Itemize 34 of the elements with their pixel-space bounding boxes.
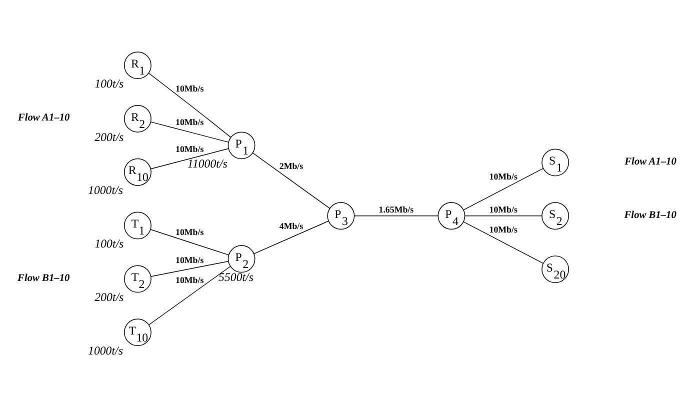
edge-label: 2Mb/s [279,160,304,171]
node-label: 200t/s [94,130,124,144]
connector [252,152,330,209]
connector [150,229,230,256]
connector [150,148,229,170]
connector [463,221,544,264]
node-label: 11000t/s [187,156,228,171]
edge-label: 1.65Mb/s [378,204,414,215]
connector [148,266,231,326]
edge-label: 10Mb/s [176,226,204,237]
edge-label: 10Mb/s [176,275,204,286]
edge-label: 10Mb/s [489,204,518,215]
edge-label: 10Mb/s [176,84,204,94]
connector [254,220,329,254]
edge-label: 10Mb/s [176,117,204,128]
label: Flow B1–10 [18,272,70,284]
connector [148,72,232,138]
node-label: 1000t/s [88,183,123,198]
node-label: 5500t/s [218,270,254,284]
connector [150,122,229,143]
node-label: 100t/s [94,76,124,90]
node-label: 1000t/s [88,343,123,358]
connector [150,261,229,277]
edge-label: 10Mb/s [176,255,204,266]
edge-label: 10Mb/s [489,171,518,182]
node-label: 100t/s [94,236,124,251]
label: Flow B1–10 [624,210,676,221]
label: Flow A1–10 [18,112,70,124]
edge-label: 10Mb/s [176,144,204,154]
connector [463,168,544,210]
label: Flow A1–10 [624,156,676,168]
edge-label: 10Mb/s [489,224,518,235]
edge-label: 4Mb/s [279,220,304,231]
node-label: 200t/s [94,290,124,304]
